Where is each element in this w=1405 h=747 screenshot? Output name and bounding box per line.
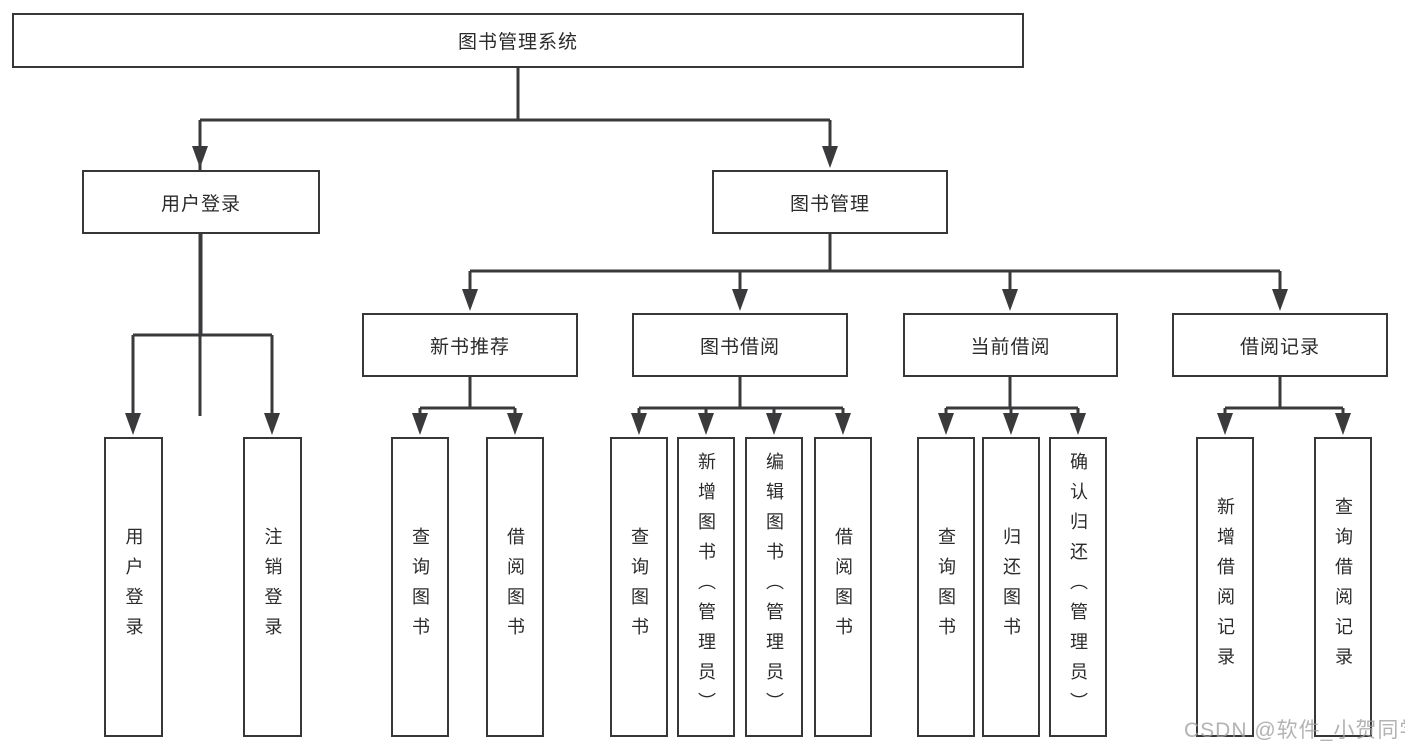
connector-borrow-records-to-leaves bbox=[1223, 377, 1345, 416]
leaf-borrow-edit-books-admin: 编辑图书（管理员） bbox=[745, 437, 803, 737]
node-root-label: 图书管理系统 bbox=[457, 32, 578, 53]
leaf-current-confirm-return-admin-label: 确认归还（管理员） bbox=[1068, 452, 1088, 722]
node-root: 图书管理系统 bbox=[12, 13, 1024, 68]
watermark: CSDN @软件_小贺同学 bbox=[1184, 719, 1405, 742]
connector-new-book-rec-to-leaves bbox=[418, 377, 517, 416]
node-borrow-records: 借阅记录 bbox=[1172, 313, 1388, 377]
node-user-login: 用户登录 bbox=[82, 170, 320, 234]
connector-book-borrow-to-leaves bbox=[637, 377, 845, 416]
node-user-login-label: 用户登录 bbox=[160, 193, 241, 215]
leaf-borrow-add-books-admin-label: 新增图书（管理员） bbox=[696, 452, 716, 722]
node-new-book-rec-label: 新书推荐 bbox=[429, 336, 510, 358]
leaf-borrow-add-books-admin: 新增图书（管理员） bbox=[677, 437, 735, 737]
leaf-borrow-edit-books-admin-label: 编辑图书（管理员） bbox=[764, 452, 784, 722]
leaf-newbook-query-books-label: 查询图书 bbox=[410, 527, 430, 647]
leaf-newbook-borrow-books: 借阅图书 bbox=[486, 437, 544, 737]
node-book-mgmt: 图书管理 bbox=[712, 170, 948, 234]
leaf-newbook-query-books: 查询图书 bbox=[391, 437, 449, 737]
leaf-records-query-record-label: 查询借阅记录 bbox=[1333, 497, 1353, 677]
leaf-current-query-books: 查询图书 bbox=[917, 437, 975, 737]
leaf-newbook-borrow-books-label: 借阅图书 bbox=[505, 527, 525, 647]
node-current-borrow-label: 当前借阅 bbox=[970, 336, 1051, 358]
leaf-borrow-borrow-books-label: 借阅图书 bbox=[833, 527, 853, 647]
leaf-borrow-query-books-label: 查询图书 bbox=[629, 527, 649, 647]
leaf-borrow-borrow-books: 借阅图书 bbox=[814, 437, 872, 737]
node-new-book-rec: 新书推荐 bbox=[362, 313, 578, 377]
leaf-records-add-record-label: 新增借阅记录 bbox=[1215, 497, 1235, 677]
leaf-user-login-label: 用户登录 bbox=[123, 527, 144, 647]
leaf-current-return-books: 归还图书 bbox=[982, 437, 1040, 737]
connector-user-login-to-leaves bbox=[131, 234, 274, 416]
node-book-borrow: 图书借阅 bbox=[632, 313, 848, 377]
leaf-borrow-query-books: 查询图书 bbox=[610, 437, 668, 737]
node-borrow-records-label: 借阅记录 bbox=[1239, 336, 1320, 358]
node-book-mgmt-label: 图书管理 bbox=[789, 193, 870, 215]
leaf-current-query-books-label: 查询图书 bbox=[936, 527, 956, 647]
leaf-records-add-record: 新增借阅记录 bbox=[1196, 437, 1254, 737]
leaf-logout: 注销登录 bbox=[243, 437, 302, 737]
node-book-borrow-label: 图书借阅 bbox=[699, 336, 780, 358]
leaf-current-confirm-return-admin: 确认归还（管理员） bbox=[1049, 437, 1107, 737]
connector-book-mgmt-to-level3 bbox=[468, 234, 1282, 290]
leaf-current-return-books-label: 归还图书 bbox=[1001, 527, 1021, 647]
leaf-records-query-record: 查询借阅记录 bbox=[1314, 437, 1372, 737]
node-current-borrow: 当前借阅 bbox=[903, 313, 1118, 377]
leaf-logout-label: 注销登录 bbox=[262, 527, 283, 647]
leaf-user-login: 用户登录 bbox=[104, 437, 163, 737]
connector-current-borrow-to-leaves bbox=[944, 377, 1080, 416]
